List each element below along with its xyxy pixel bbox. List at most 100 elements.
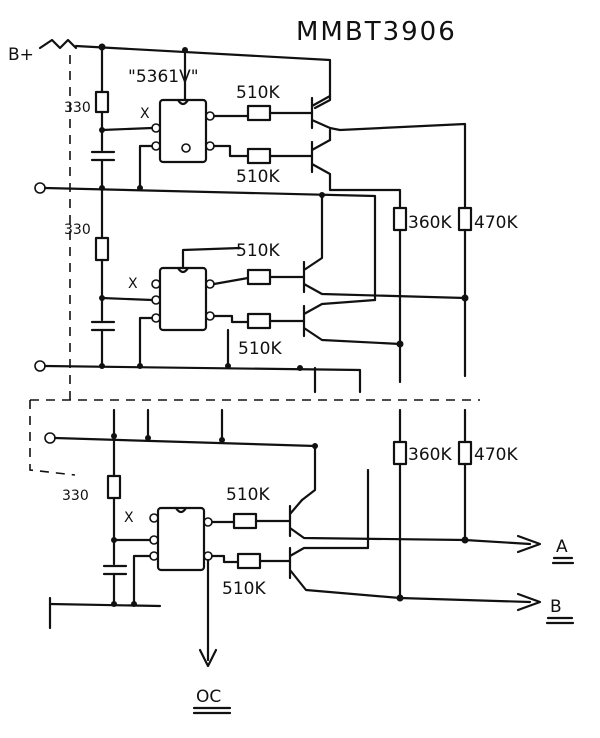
ic2-pin xyxy=(205,311,215,321)
stage2-base-resistor-b-label: 510K xyxy=(238,339,282,359)
stage1-capacitor xyxy=(90,150,116,162)
ic1-body xyxy=(158,98,208,164)
stage2-resistor xyxy=(94,236,110,262)
ic2-body xyxy=(158,266,208,332)
stage3-base-resistor-a xyxy=(232,512,258,530)
ic1-pin xyxy=(151,141,161,151)
stage1-rail xyxy=(43,186,377,302)
node xyxy=(461,536,469,544)
output-b-label: B xyxy=(550,597,562,617)
pullup-b-resistor-bottom xyxy=(392,440,408,466)
ic1-pin xyxy=(205,111,215,121)
ic1-out-wire xyxy=(212,144,250,158)
ic2-pin xyxy=(205,279,215,289)
stage1-terminal xyxy=(34,182,46,194)
node xyxy=(396,594,404,602)
stage3-capacitor xyxy=(102,564,128,576)
stage3-base-resistor-b xyxy=(236,552,262,570)
stage1-transistor-a xyxy=(310,94,332,130)
stage1-base-resistor-b-label: 510K xyxy=(236,167,280,187)
ic3-body xyxy=(156,506,206,572)
stage1-base-resistor-a xyxy=(246,104,272,122)
ic1-pin xyxy=(151,123,161,133)
stage2-base-resistor-a xyxy=(246,268,272,286)
pullup-a-resistor-top xyxy=(457,206,473,232)
ic3-pin xyxy=(149,513,159,523)
oc-arrow xyxy=(198,648,218,668)
stage2-rail xyxy=(43,364,362,394)
stage3-base-resistor-b-label: 510K xyxy=(222,579,266,599)
ic2-out-wire xyxy=(212,314,250,324)
ic1-notch xyxy=(176,98,190,106)
node xyxy=(131,601,137,607)
ic2-out-wire xyxy=(212,276,250,286)
ic3-pin xyxy=(203,517,213,527)
node xyxy=(137,363,143,369)
ic2-pin xyxy=(151,295,161,305)
pullup-a-resistor-bottom xyxy=(457,440,473,466)
ic3-pin xyxy=(149,551,159,561)
pullup-b-label-bottom: 360K xyxy=(408,445,452,465)
output-a-underline xyxy=(551,556,575,565)
stage3-rail xyxy=(53,436,317,502)
ic1-pin xyxy=(205,141,215,151)
stage2-capacitor xyxy=(90,320,116,332)
stage2-resistor-label: 330 xyxy=(64,222,91,238)
pullup-a-label-top: 470K xyxy=(474,213,518,233)
stage2-base-resistor-a-label: 510K xyxy=(236,241,280,261)
stage2-transistor-b xyxy=(302,298,402,346)
stage2-terminal xyxy=(34,360,46,372)
stage2-base-resistor-b xyxy=(246,312,272,330)
ic1-pin xyxy=(181,143,191,153)
ic3-wire xyxy=(132,554,152,606)
ic3-out-wire xyxy=(210,554,240,564)
stage3-transistor-a xyxy=(288,498,532,546)
stage1-collector-a xyxy=(328,122,467,210)
node xyxy=(312,443,318,449)
top-rail xyxy=(74,44,332,110)
ic2-vcc-wire xyxy=(181,246,242,270)
stage3-transistor-b xyxy=(288,468,532,604)
pullup-b-resistor-top xyxy=(392,206,408,232)
pullup-b-label-top: 360K xyxy=(408,213,452,233)
ic3-nc-pin: X xyxy=(124,510,134,526)
ic2-wire xyxy=(100,296,154,302)
ic3-notch xyxy=(174,506,188,514)
ic2-nc-pin: X xyxy=(128,276,138,292)
node xyxy=(396,340,404,348)
node xyxy=(461,294,469,302)
stage1-resistor xyxy=(94,90,110,114)
node xyxy=(225,363,231,369)
ic3-pin xyxy=(149,535,159,545)
stage1-transistor-b xyxy=(310,138,402,210)
stage1-base-resistor-a-label: 510K xyxy=(236,83,280,103)
stage1-base-resistor-b xyxy=(246,147,272,165)
stage3-terminal xyxy=(44,432,56,444)
output-a-arrow xyxy=(516,534,542,554)
supply-terminal xyxy=(38,38,78,50)
node xyxy=(297,365,303,371)
output-oc-label: OC xyxy=(196,687,221,707)
output-oc-underline xyxy=(192,706,232,715)
ic1-wire xyxy=(138,144,154,190)
ic2-notch xyxy=(176,266,190,274)
supply-label: B+ xyxy=(8,45,34,65)
node xyxy=(111,601,117,607)
output-a-label: A xyxy=(556,537,568,557)
output-b-underline xyxy=(545,616,575,625)
ic2-wire xyxy=(138,316,154,368)
stage3-base-resistor-a-label: 510K xyxy=(226,485,270,505)
ic2-pin xyxy=(151,313,161,323)
node xyxy=(99,363,105,369)
ic1-nc-pin: X xyxy=(140,106,150,122)
pullup-a-label-bottom: 470K xyxy=(474,445,518,465)
ic3-pin xyxy=(203,551,213,561)
ic2-pin xyxy=(151,279,161,289)
dashed-boundary-lower xyxy=(29,400,76,476)
stage3-resistor xyxy=(106,474,122,500)
ic-part-label: "5361V" xyxy=(128,67,199,87)
stage3-resistor-label: 330 xyxy=(62,488,89,504)
node xyxy=(137,185,143,191)
